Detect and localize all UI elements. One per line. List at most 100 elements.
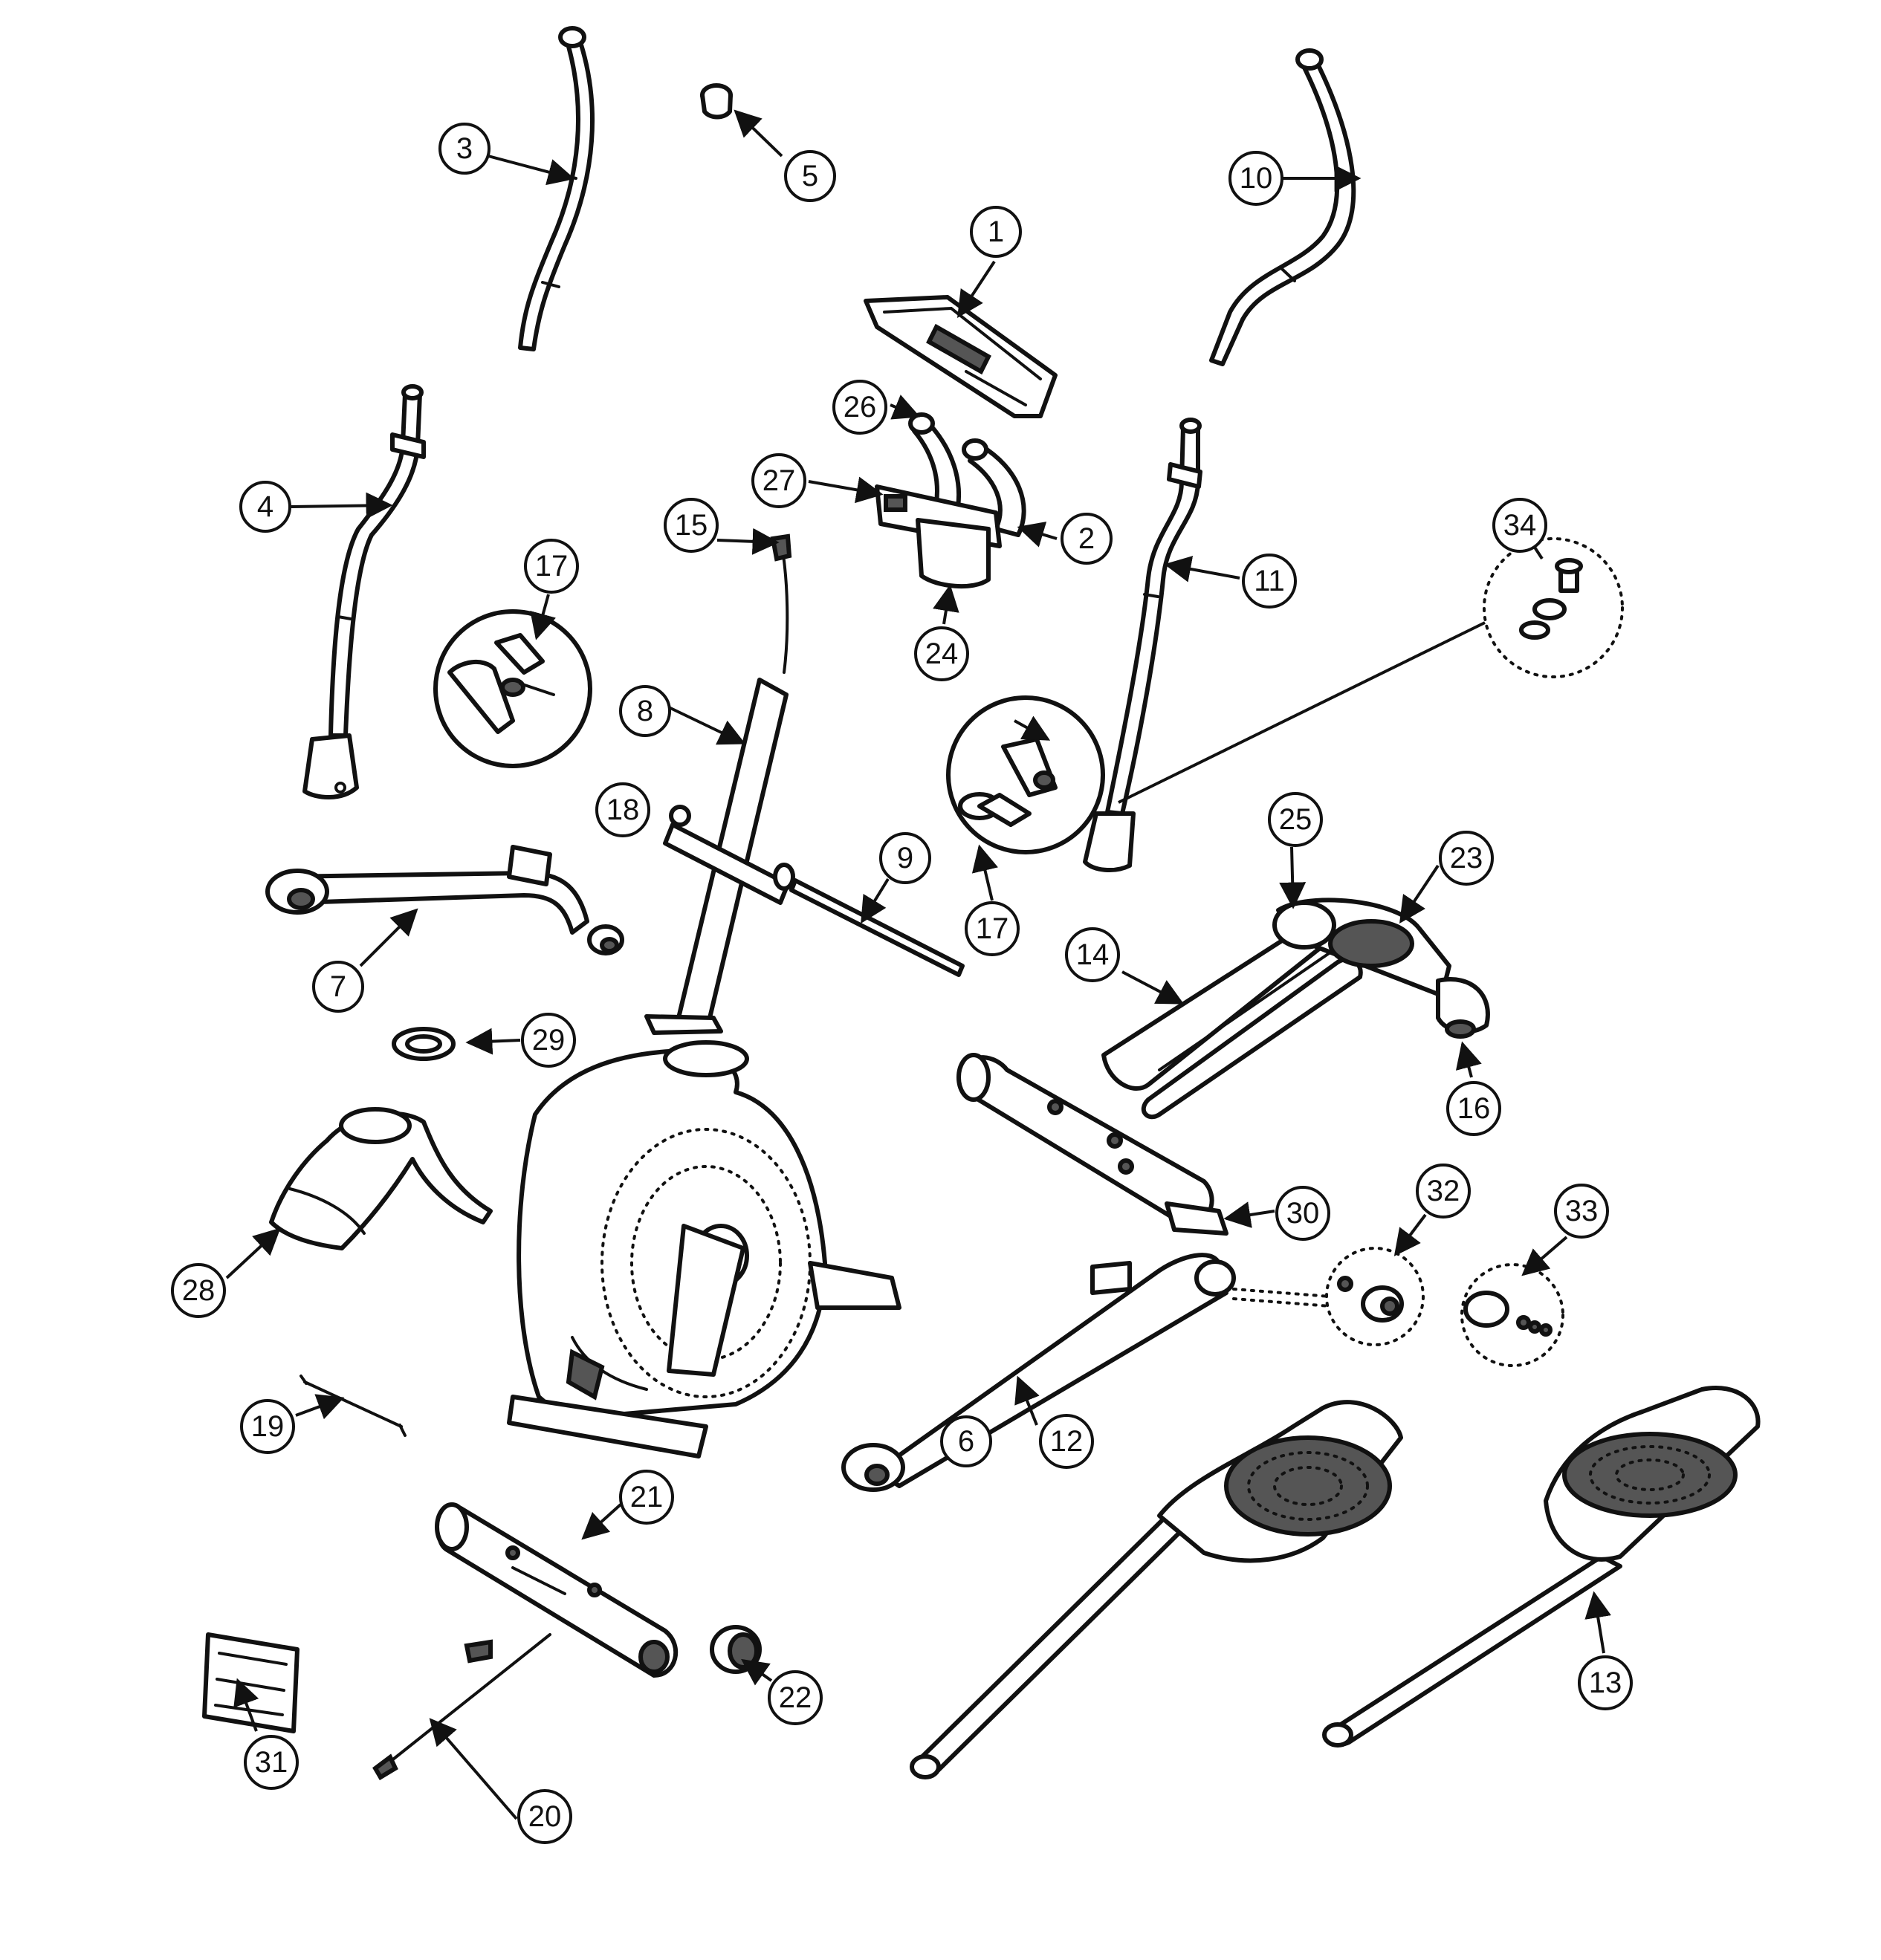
part-6-left-pedal-arm <box>910 1400 1403 1779</box>
part-5-end-cap <box>700 83 733 120</box>
callout-33-label: 33 <box>1565 1195 1599 1227</box>
callout-6: 6 <box>940 1415 992 1467</box>
leader-5 <box>734 109 783 158</box>
callout-13: 13 <box>1578 1655 1633 1710</box>
leader-26 <box>890 395 921 420</box>
part-17-bushing-detail-left <box>433 609 592 768</box>
callout-5: 5 <box>784 150 836 202</box>
callout-22-label: 22 <box>779 1681 812 1714</box>
callout-8: 8 <box>619 685 671 737</box>
callout-16-label: 16 <box>1457 1092 1491 1125</box>
callout-13-label: 13 <box>1589 1667 1622 1699</box>
callout-17a: 17 <box>524 539 579 594</box>
callout-17b: 17 <box>965 901 1020 956</box>
leader-9 <box>861 877 890 924</box>
callout-34: 34 <box>1492 498 1547 553</box>
callout-27: 27 <box>751 453 806 508</box>
leader-25 <box>1279 846 1307 909</box>
leader-17a <box>530 594 556 640</box>
part-19-cable <box>300 1375 407 1437</box>
callout-27-label: 27 <box>763 464 796 497</box>
leader-29 <box>465 1028 521 1055</box>
leader-22 <box>741 1658 773 1686</box>
part-10-right-upper-handlebar <box>1209 48 1356 366</box>
leader-23 <box>1399 864 1440 924</box>
callout-12-label: 12 <box>1050 1425 1084 1458</box>
callout-21: 21 <box>619 1470 674 1525</box>
callout-32-label: 32 <box>1427 1175 1460 1207</box>
part-30-rear-stabilizer <box>956 1053 1228 1236</box>
leader-17b <box>971 844 998 901</box>
callout-24-label: 24 <box>925 637 959 670</box>
part-1-console <box>864 295 1058 418</box>
leader-33 <box>1521 1236 1568 1276</box>
callout-10-label: 10 <box>1240 162 1273 195</box>
leader-21 <box>581 1503 622 1540</box>
leader-3 <box>488 155 575 186</box>
callout-18-label: 18 <box>606 794 640 826</box>
callout-1: 1 <box>970 206 1022 258</box>
callout-29: 29 <box>521 1013 576 1068</box>
part-28-front-shroud <box>269 1107 493 1250</box>
callout-7: 7 <box>312 961 364 1013</box>
callout-19-label: 19 <box>251 1410 285 1443</box>
leader-24 <box>933 584 959 625</box>
callout-4-label: 4 <box>257 490 273 523</box>
part-32-hardware-detail <box>1325 1247 1425 1346</box>
part-22-leveler <box>710 1625 762 1674</box>
callout-17b-label: 17 <box>976 912 1009 945</box>
part-14-rail-frame <box>1101 898 1490 1120</box>
part-34-reference-line <box>1118 621 1486 804</box>
callout-2-label: 2 <box>1078 522 1095 555</box>
leader-30 <box>1223 1201 1275 1228</box>
callout-9-label: 9 <box>897 842 913 874</box>
callout-28-label: 28 <box>182 1274 216 1307</box>
part-33-cap-detail <box>1460 1263 1564 1367</box>
callout-14-label: 14 <box>1076 938 1110 971</box>
callout-25: 25 <box>1268 792 1323 847</box>
callout-30-label: 30 <box>1286 1197 1320 1230</box>
leader-12 <box>1014 1375 1040 1426</box>
callout-17a-label: 17 <box>535 550 569 583</box>
callout-16: 16 <box>1446 1081 1501 1136</box>
main-frame-flywheel <box>507 1040 901 1458</box>
callout-30: 30 <box>1275 1186 1330 1241</box>
callout-2: 2 <box>1061 513 1113 565</box>
callout-11: 11 <box>1242 554 1297 609</box>
callout-15: 15 <box>664 498 719 553</box>
part-11-right-lower-arm <box>1083 418 1202 872</box>
part-20-power-cord <box>372 1633 551 1781</box>
callout-9: 9 <box>879 832 931 884</box>
callout-20-label: 20 <box>528 1800 562 1833</box>
leader-16 <box>1455 1041 1482 1078</box>
part-17-bushing-detail-right <box>946 695 1105 854</box>
part-15-wire <box>770 533 792 674</box>
callout-20: 20 <box>517 1789 572 1844</box>
leader-7 <box>359 908 418 967</box>
part-13-right-pedal-arm <box>1322 1386 1761 1748</box>
leader-lines <box>225 109 1611 1820</box>
leader-14 <box>1121 970 1185 1005</box>
callout-15-label: 15 <box>675 509 708 542</box>
callout-26: 26 <box>832 380 887 435</box>
part-21-front-stabilizer <box>435 1502 679 1678</box>
leader-6 <box>1014 715 1051 741</box>
part-3-left-upper-handlebar <box>518 26 595 351</box>
callout-7-label: 7 <box>330 970 346 1003</box>
callout-3-label: 3 <box>456 132 473 165</box>
callout-5-label: 5 <box>802 160 818 192</box>
callout-24: 24 <box>914 626 969 681</box>
callout-6-label: 6 <box>958 1425 974 1458</box>
callout-29-label: 29 <box>532 1024 566 1057</box>
part-9-axle <box>789 878 965 977</box>
callout-11-label: 11 <box>1254 565 1285 597</box>
callout-22: 22 <box>768 1670 823 1725</box>
callout-23: 23 <box>1439 831 1494 886</box>
part-7-crank-arm <box>265 845 624 955</box>
leader-32 <box>1393 1213 1427 1256</box>
leader-13 <box>1584 1591 1611 1654</box>
leader-8 <box>668 706 746 745</box>
part-2-handlebar-mount <box>875 412 1026 588</box>
